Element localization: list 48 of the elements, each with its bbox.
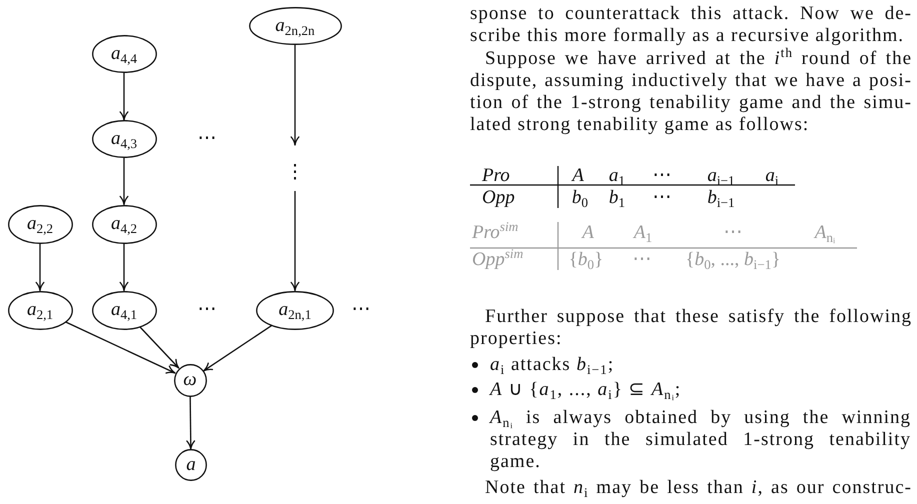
table-header: Pro$^{sim}$ <box>472 222 518 244</box>
circle-node <box>174 364 206 396</box>
table-entry: ⋯ <box>724 222 742 244</box>
ellipsis: ⋯ <box>198 299 216 321</box>
table-header: Pro <box>482 165 510 187</box>
table-entry: ⋯ <box>632 249 652 271</box>
node-label: a$_{4,2}$ <box>110 213 138 235</box>
ellipsis: ⋯ <box>198 128 216 150</box>
table-entry: A <box>582 222 594 244</box>
ellipse-node <box>8 204 72 244</box>
node-label: a$_{2,2}$ <box>26 213 54 235</box>
table-header: Opp$^{sim}$ <box>472 249 524 271</box>
table-entry: ⋯ <box>652 165 672 187</box>
node-label: a$_{2n,1}$ <box>278 299 312 321</box>
vertical-ellipsis: ⋮ <box>290 162 300 184</box>
ellipse-node <box>256 290 334 330</box>
node-label: a$_{2n,2n}$ <box>275 15 315 37</box>
ellipse-node <box>92 204 156 244</box>
list-item-text: a$_{i}$ attacks b$_{i−1}$; <box>490 354 616 376</box>
paragraph: Further suppose that these satisfy the following properties: <box>470 306 912 350</box>
table-entry: b$_{i−1}$ <box>707 187 735 209</box>
table-header: Opp <box>482 187 515 209</box>
node-label: a <box>186 454 196 476</box>
list-item-text: A$_{nᵢ}$ is always obtained by using the winning strategy in the simulated 1-strong tenability game. <box>490 407 911 473</box>
ellipse-node <box>8 290 72 330</box>
table-entry: b$_{1}$ <box>608 187 626 209</box>
table-entry: b$_{0}$ <box>572 187 588 209</box>
node-label: a$_{4,3}$ <box>110 128 138 150</box>
table-entry: A <box>572 165 584 187</box>
ellipse-node <box>248 7 342 45</box>
circle-node <box>175 449 207 481</box>
table-entry: A$_{1}$ <box>634 222 652 244</box>
ellipsis: ⋯ <box>352 299 370 321</box>
node-label: a$_{4,4}$ <box>110 43 138 65</box>
table-entry: {b$_{0}$, ..., b$_{i−1}$} <box>686 249 780 271</box>
ellipse-node <box>92 35 156 73</box>
node-label: ω <box>183 369 197 391</box>
table-entry: {b$_{0}$} <box>568 249 604 271</box>
paragraph: Note that n$_{i}$ may be less than i, as our construc- <box>484 477 912 499</box>
node-label: a$_{2,1}$ <box>26 299 54 321</box>
table-entry: ⋯ <box>652 187 672 209</box>
list-item-text: A ∪ {a$_{1}$, ..., a$_{i}$} ⊆ A$_{nᵢ}$; <box>490 379 682 401</box>
ellipse-node <box>92 120 156 158</box>
ellipse-node <box>92 290 156 330</box>
paragraph: sponse to counterattack this attack. Now we de- scribe this more formally as a recursive algorithm. <box>470 3 912 47</box>
table-entry: A$_{nᵢ}$ <box>814 222 836 244</box>
paragraph: Suppose we have arrived at the i$^{th}$ round of the dispute, assuming inductively that we have a posi- tion of the 1-strong tenability game and the simu- lated strong tenability game as follows: <box>470 48 912 136</box>
node-label: a$_{4,1}$ <box>110 299 138 321</box>
